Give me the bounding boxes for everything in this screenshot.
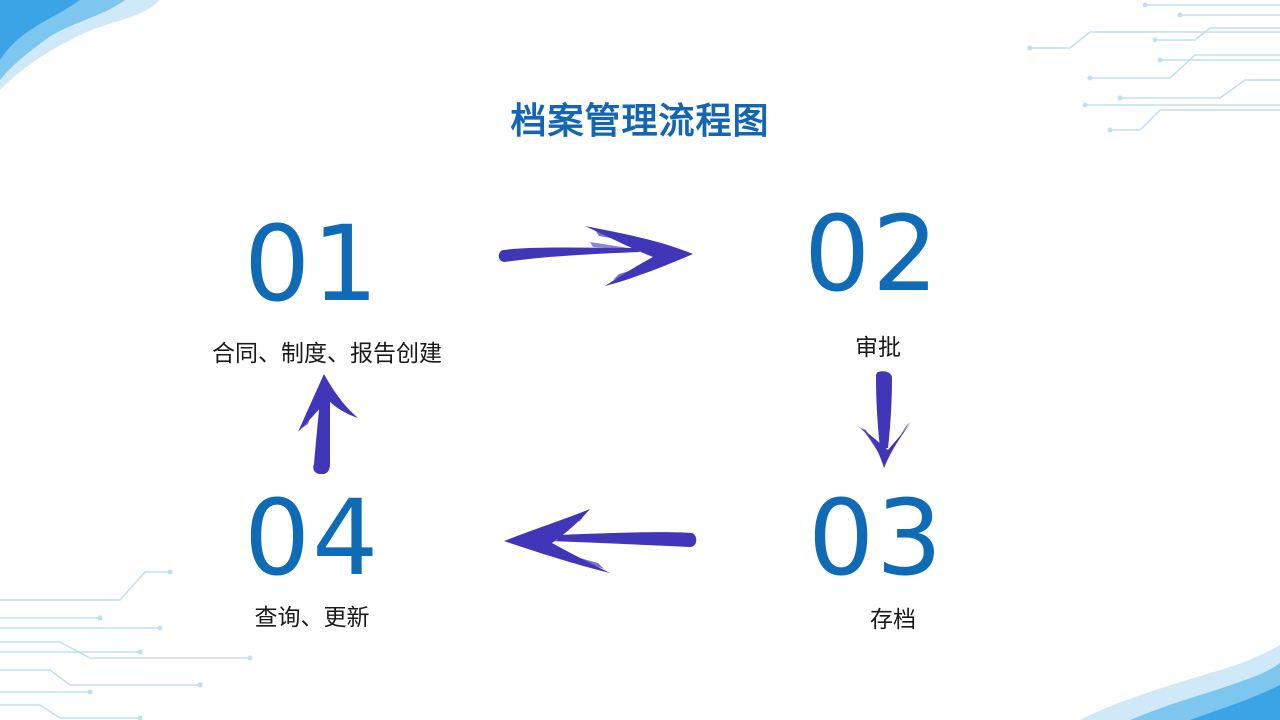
step-3-number: 03	[808, 477, 945, 599]
arrow-left-icon	[504, 509, 697, 573]
arrow-right-icon	[498, 226, 693, 286]
top-right-circuit-decoration	[1027, 2, 1280, 133]
step-2-label: 审批	[855, 335, 901, 361]
top-left-wave-decoration	[0, 0, 160, 90]
step-3-label: 存档	[870, 607, 916, 633]
step-2-number: 02	[804, 193, 941, 315]
arrow-up-icon	[298, 374, 358, 475]
bottom-left-circuit-decoration	[0, 569, 253, 720]
diagram-title: 档案管理流程图	[510, 101, 770, 142]
step-4-number: 04	[244, 477, 381, 599]
step-1-number: 01	[244, 203, 381, 325]
bottom-right-wave-decoration	[1080, 645, 1280, 720]
arrow-down-icon	[856, 371, 916, 468]
step-4-label: 查询、更新	[254, 605, 370, 631]
step-1-label: 合同、制度、报告创建	[212, 341, 442, 367]
